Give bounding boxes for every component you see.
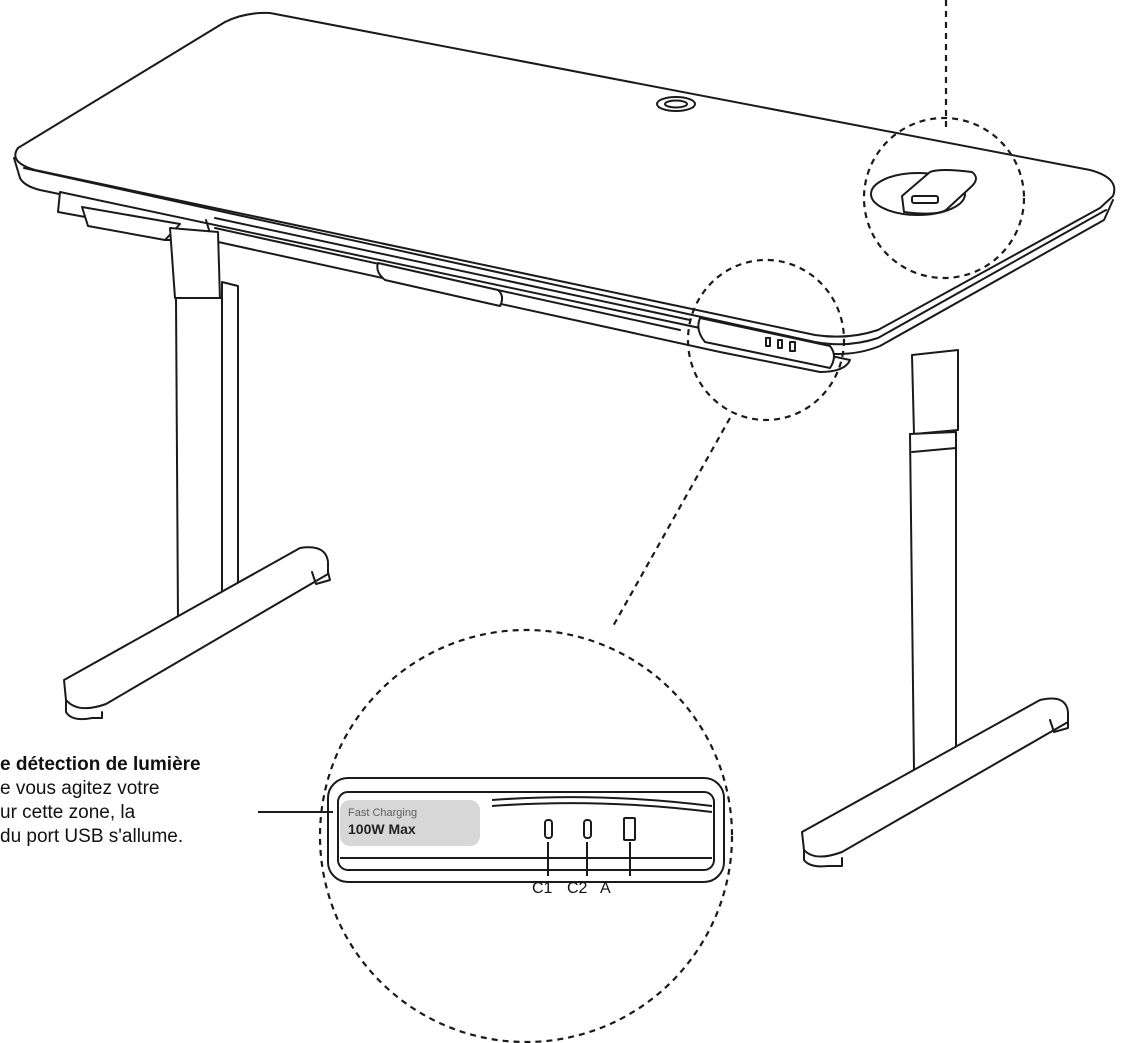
usb-panel-inner [337,791,715,871]
right-leg-lower [909,431,957,771]
left-leg-motor [221,281,239,607]
cable-grommet [656,96,696,112]
callout-heading: e détection de lumière [0,754,201,775]
port-label-c2: C2 [567,880,588,897]
usb-a-port [623,817,636,841]
usb-c1-port [544,819,553,839]
fast-charging-label: Fast Charging [348,807,417,819]
right-leg-collar [911,447,957,453]
middle-handle [376,262,504,307]
zoom-leader-line [611,417,731,629]
left-leg-lower [175,297,223,621]
power-label: 100W Max [348,821,416,837]
callout-line: ur cette zone, la [0,802,136,823]
left-leg-upper [169,227,221,301]
light-sensor-callout: e détection de lumière e vous agitez vot… [0,753,330,849]
desk-top-surface [14,11,1116,338]
callout-line: du port USB s'allume. [0,826,184,847]
callout-line: e vous agitez votre [0,778,160,799]
port-label-a: A [600,880,611,897]
port-label-c1: C1 [532,880,553,897]
usb-panel-zoom-circle [318,628,734,1043]
usb-module-callout-circle [686,258,846,422]
light-sensing-zone [340,800,480,846]
right-leg-upper [911,349,959,435]
wireless-charger-callout-circle [862,116,1026,280]
usb-c2-port [583,819,592,839]
